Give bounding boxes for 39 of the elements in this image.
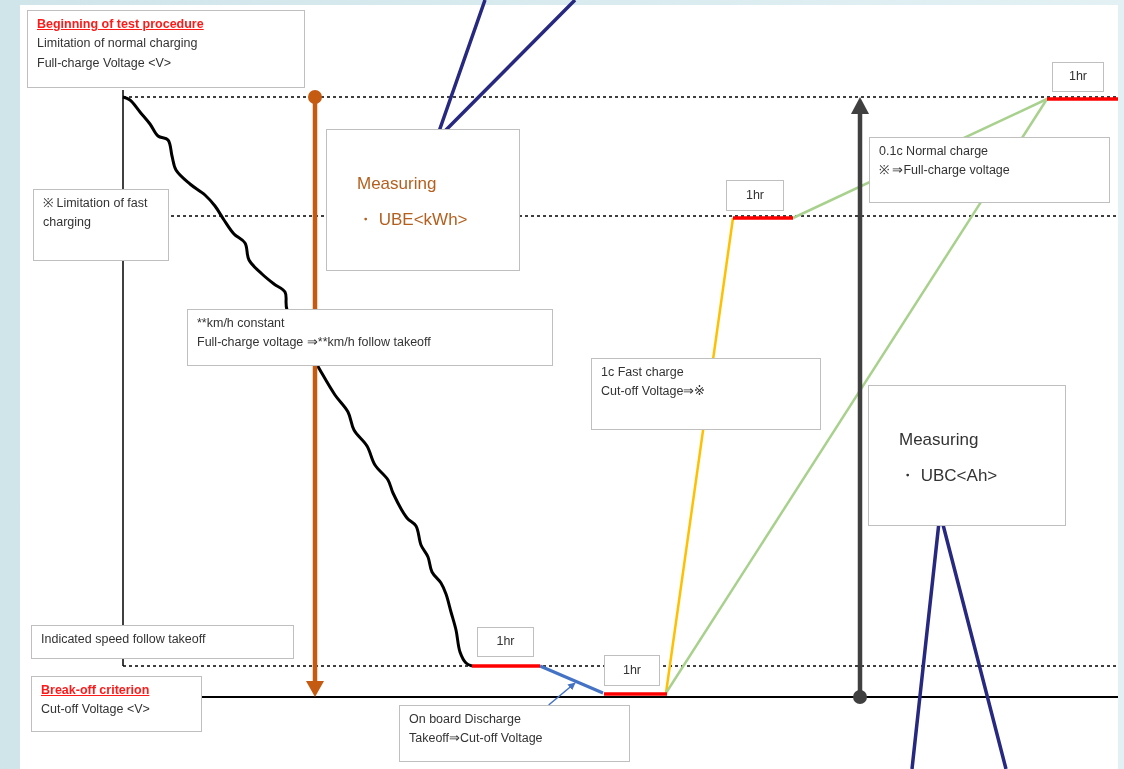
label-text: On board Discharge bbox=[409, 711, 522, 728]
label-text: Measuring bbox=[357, 173, 438, 195]
text-box bbox=[31, 676, 202, 732]
text-box bbox=[399, 705, 630, 762]
label-text: ・ UBC<Ah> bbox=[899, 464, 999, 487]
label-text: 1hr bbox=[745, 186, 765, 204]
label-text: 0.1c Normal charge bbox=[879, 143, 990, 160]
label-text: ※ ⇒Full-charge voltage bbox=[879, 162, 1011, 180]
duration-box bbox=[726, 180, 784, 211]
text-box bbox=[33, 189, 169, 261]
discharge-line bbox=[539, 664, 604, 695]
text-box bbox=[591, 358, 821, 430]
label-text: Takeoff⇒Cut-off Voltage bbox=[409, 730, 544, 748]
text-box bbox=[31, 625, 294, 659]
text-box bbox=[868, 385, 1066, 526]
duration-box bbox=[604, 655, 660, 686]
label-text: ・ UBE<kWh> bbox=[357, 208, 469, 231]
label-text: Cut-off Voltage⇒※ bbox=[601, 383, 707, 401]
label-text: 1hr bbox=[1068, 68, 1088, 86]
text-box bbox=[869, 137, 1110, 203]
label-text: **km/h constant bbox=[197, 315, 286, 332]
label-text: Indicated speed follow takeoff bbox=[41, 631, 207, 648]
label-text: 1hr bbox=[496, 633, 515, 651]
text-box bbox=[27, 10, 305, 88]
heading: Break-off criterion bbox=[41, 682, 151, 699]
label-text: 1c Fast charge bbox=[601, 364, 685, 381]
label-text: 1hr bbox=[622, 661, 642, 679]
duration-box bbox=[477, 627, 534, 657]
duration-box bbox=[1052, 62, 1104, 92]
text-box bbox=[326, 129, 520, 271]
heading: Beginning of test procedure bbox=[37, 16, 205, 33]
label-text: ※ Limitation of fast charging bbox=[43, 195, 149, 232]
leader-line bbox=[547, 682, 576, 706]
label-text: Full-charge Voltage <V> bbox=[37, 54, 173, 72]
label-text: Limitation of normal charging bbox=[37, 35, 199, 53]
label-text: Cut-off Voltage <V> bbox=[41, 701, 151, 719]
label-text: Measuring bbox=[899, 429, 980, 451]
label-text: Full-charge voltage ⇒**km/h follow takeoff bbox=[197, 334, 432, 352]
text-box bbox=[187, 309, 553, 366]
